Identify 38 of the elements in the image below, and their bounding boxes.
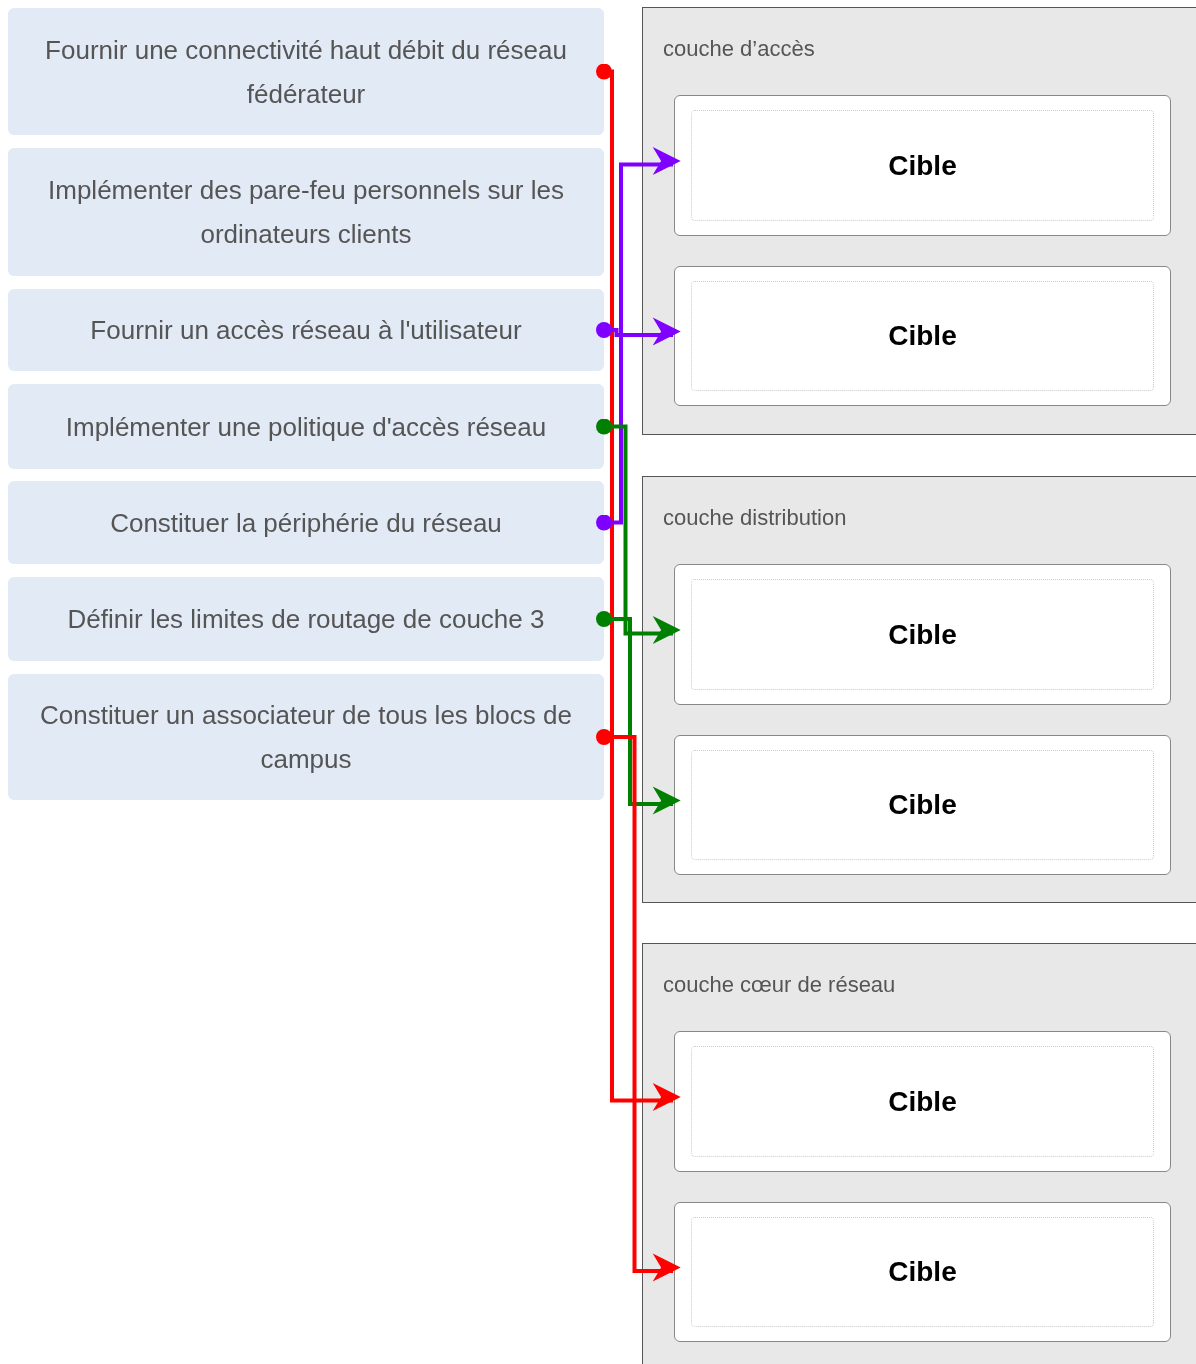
task-card xyxy=(8,674,604,800)
drop-target xyxy=(674,1031,1171,1172)
arrow xyxy=(596,147,681,531)
target-label: Cible xyxy=(888,319,957,353)
task-card xyxy=(8,577,604,661)
layer-panel xyxy=(642,476,1196,903)
task-label: Implémenter une politique d'accès réseau xyxy=(65,410,547,444)
task-card xyxy=(8,148,604,276)
layer-panel xyxy=(642,7,1196,435)
task-label: Constituer un associateur de tous les blocs de campus xyxy=(39,699,573,776)
task-card xyxy=(8,8,604,135)
drop-target xyxy=(674,564,1171,705)
task-label: Constituer la périphérie du réseau xyxy=(110,506,502,540)
panel-title: couche cœur de réseau xyxy=(663,971,896,999)
panel-title: couche d’accès xyxy=(663,35,815,63)
target-label: Cible xyxy=(888,1255,957,1289)
target-label: Cible xyxy=(888,1084,957,1119)
task-label: Fournir une connectivité haut débit du réseau fédérateur xyxy=(44,33,568,111)
drop-target xyxy=(674,266,1171,406)
task-card xyxy=(8,289,604,371)
arrow xyxy=(596,317,681,346)
arrow xyxy=(596,729,681,1282)
task-card xyxy=(8,481,604,564)
layer-panel xyxy=(642,943,1196,1364)
panel-title: couche distribution xyxy=(663,504,847,532)
drop-target xyxy=(674,1202,1171,1342)
target-label: Cible xyxy=(888,617,957,652)
arrow xyxy=(596,418,681,644)
task-label: Définir les limites de routage de couche 3 xyxy=(67,603,545,636)
target-label: Cible xyxy=(888,148,957,183)
target-label: Cible xyxy=(888,788,957,822)
task-label: Fournir un accès réseau à l'utilisateur xyxy=(90,314,522,347)
task-card xyxy=(8,384,604,469)
arrow xyxy=(596,611,681,815)
arrow xyxy=(596,63,681,1111)
drop-target xyxy=(674,95,1171,236)
task-label: Implémenter des pare-feu personnels sur les ordinateurs clients xyxy=(47,174,565,251)
drop-target xyxy=(674,735,1171,875)
